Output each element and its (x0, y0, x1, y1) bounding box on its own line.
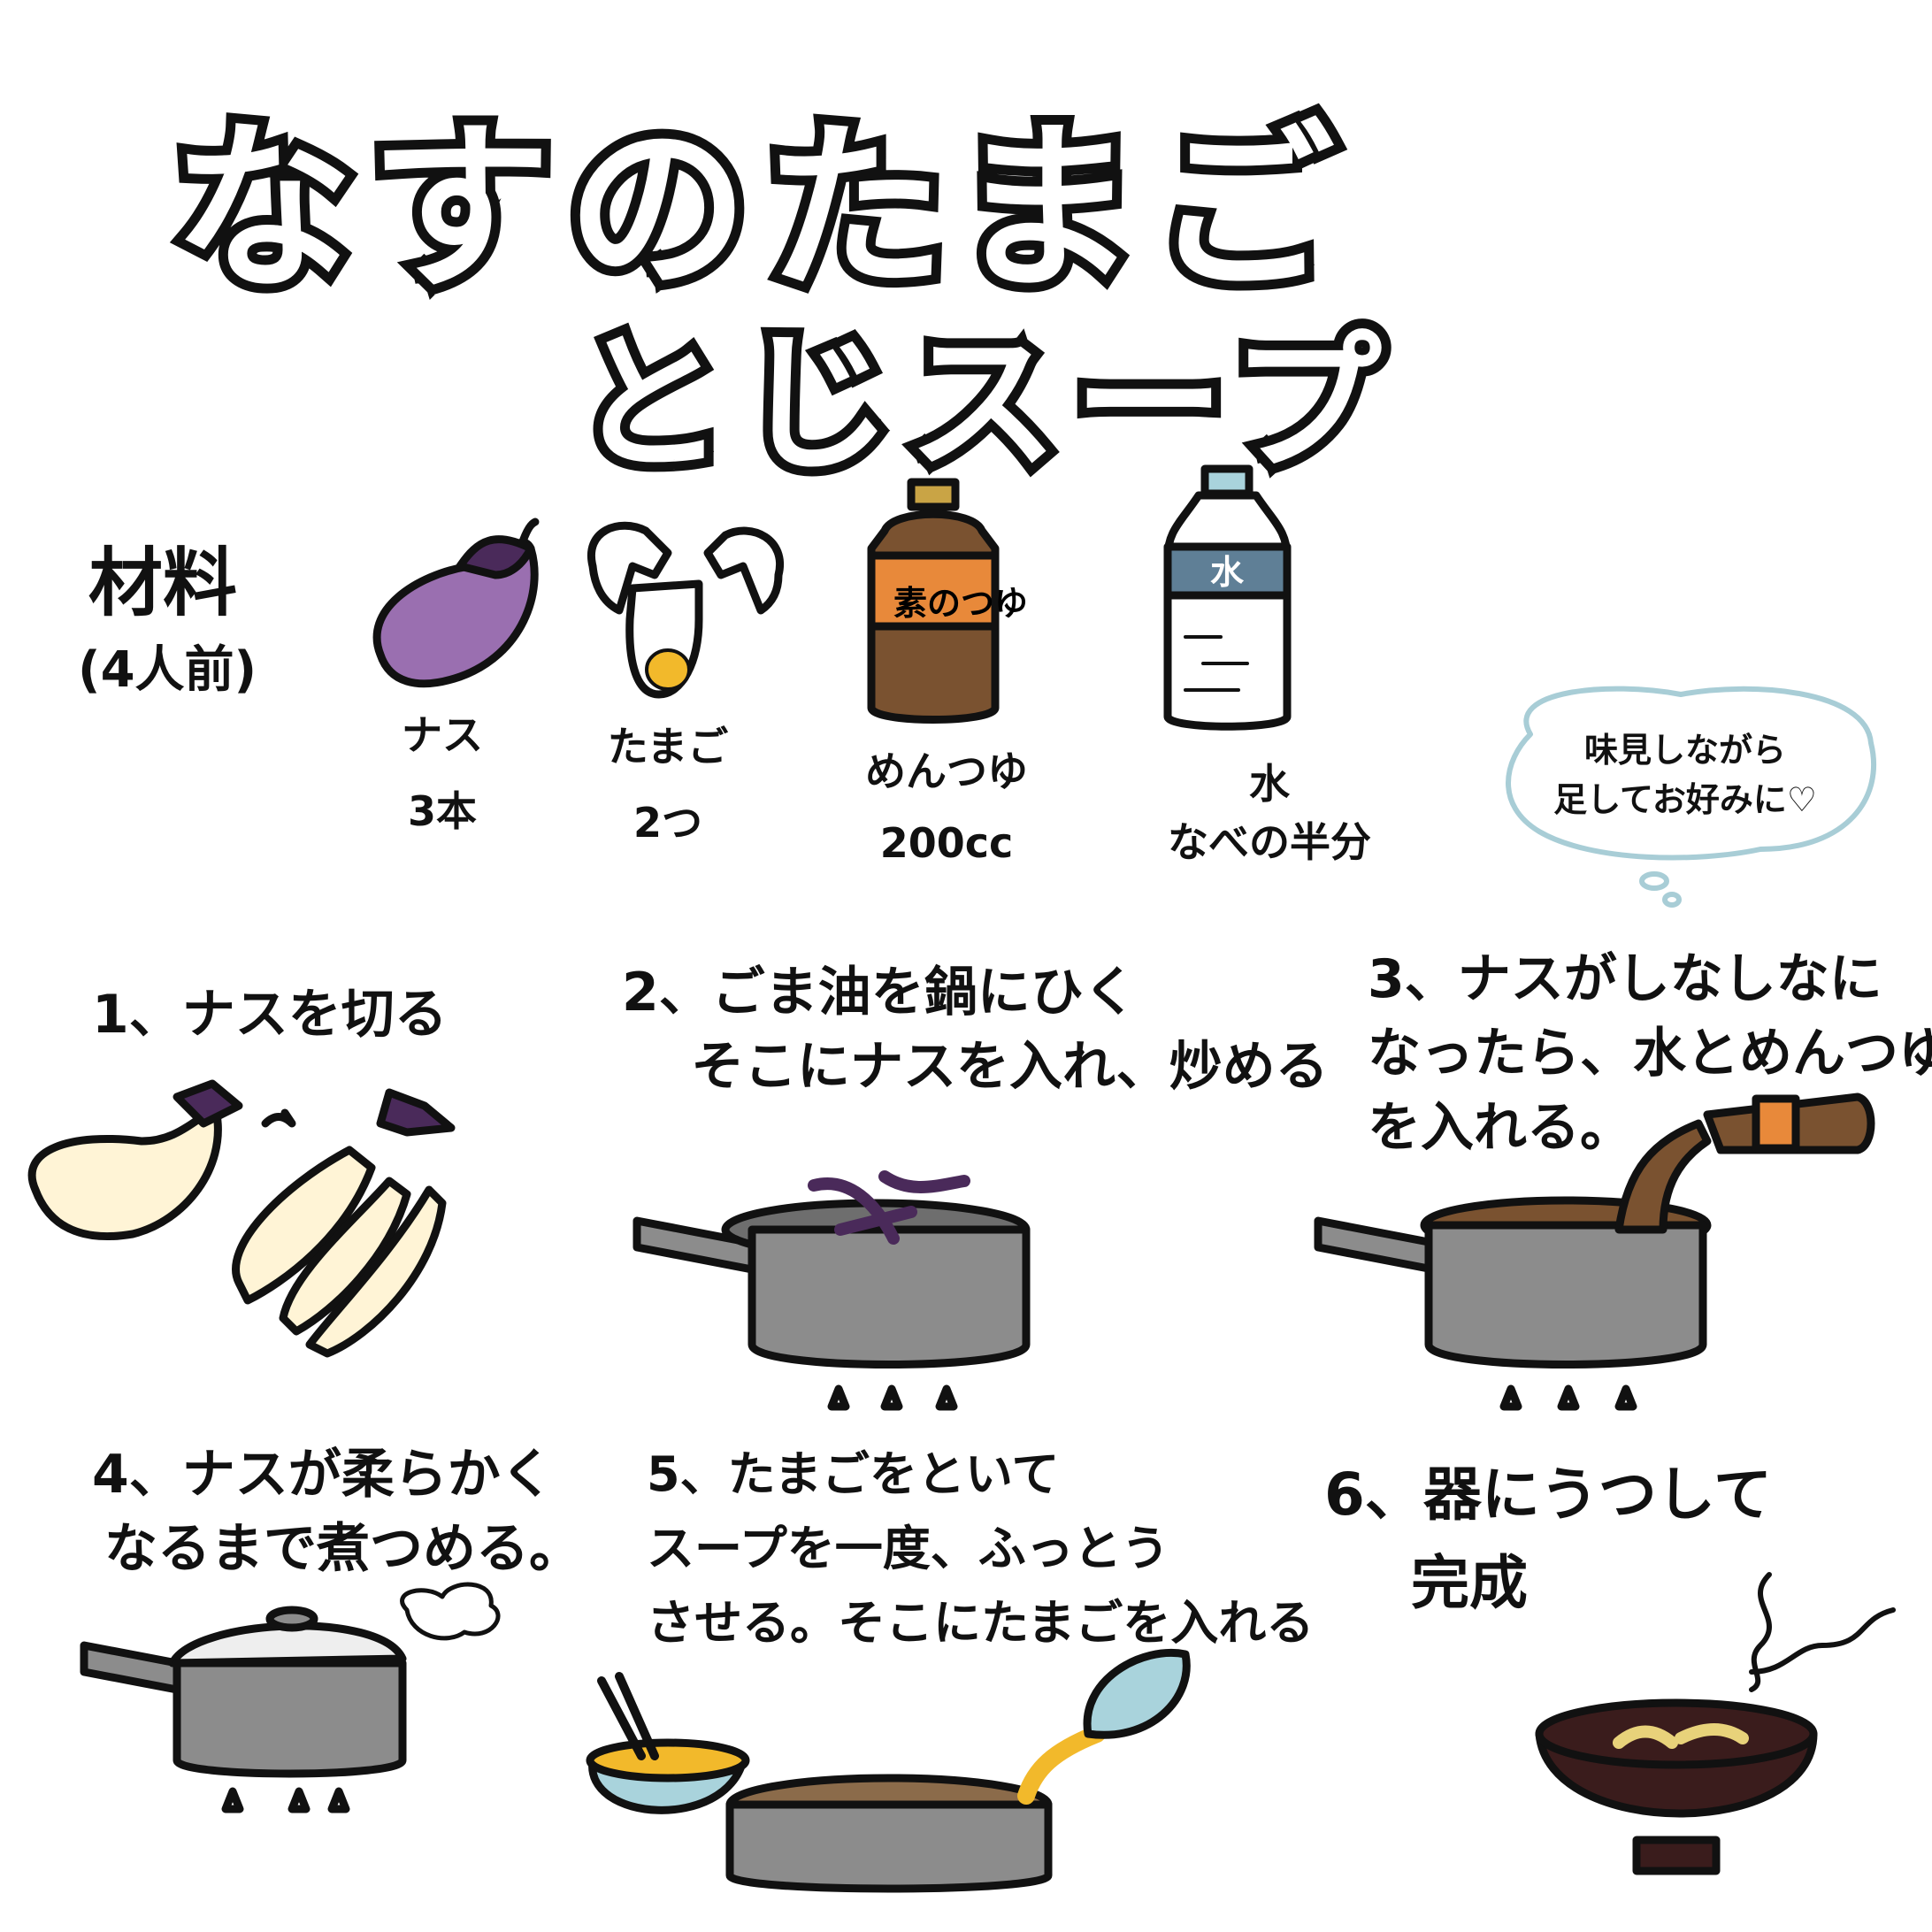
ingredient-amount: 2つ (632, 799, 702, 847)
ingredient-water: 水 なべの半分 (1150, 752, 1389, 869)
covered-pot-illustration (80, 1582, 501, 1813)
step-text: 4、ナスが柔らかく (92, 1444, 554, 1506)
step-text: 2、ごま油を鍋にひく (622, 962, 1137, 1024)
step-3: 3、ナスがしなしなに なったら、水とめんつゆ を入れる。 (1368, 942, 1932, 1165)
eggplant-icon (372, 518, 540, 688)
step-text: 5、たまごをといて (647, 1446, 1060, 1502)
ingredient-name: ナス (402, 711, 483, 759)
tip-line: 味見しながら (1583, 731, 1786, 770)
step-2: 2、ごま油を鍋にひく そこにナスを入れ、炒める (622, 955, 1329, 1104)
soup-bowl-illustration (1535, 1572, 1896, 1875)
tip-line: 足してお好みに♡ (1553, 780, 1817, 819)
pot-with-eggplant-illustration (632, 1170, 1031, 1411)
step-6: 6、器にうつして 完成 (1324, 1451, 1772, 1628)
step-text: なるまで煮つめる。 (104, 1518, 582, 1580)
step-text: なったら、水とめんつゆ (1368, 1023, 1932, 1085)
step-text: を入れる。 (1368, 1097, 1633, 1159)
tip-bubble: 味見しながら 足してお好みに♡ (1539, 725, 1831, 824)
mentsuyu-bottle-icon (867, 478, 1000, 724)
step-text: そこにナスを入れ、炒める (691, 1036, 1329, 1098)
step-text: させる。そこにたまごを入れる (647, 1595, 1315, 1651)
ingredient-amount: 200cc (879, 819, 1014, 867)
water-bottle-label: 水 (1210, 553, 1245, 592)
ingredient-amount: 3本 (407, 787, 477, 835)
water-bottle-icon (1163, 464, 1292, 731)
mentsuyu-bottle-label: 素のつゆ (893, 584, 1028, 623)
ingredient-name: 水 (1249, 760, 1290, 808)
step-text: 1、ナスを切る (92, 984, 448, 1046)
pouring-egg-illustration (586, 1649, 1191, 1893)
ingredient-name: めんつゆ (865, 748, 1028, 795)
step-text: 6、器にうつして (1324, 1460, 1772, 1529)
ingredient-mentsuyu: めんつゆ 200cc (858, 740, 1035, 867)
ingredient-name: たまご (607, 723, 729, 770)
ingredient-amount: なべの半分 (1168, 818, 1371, 866)
title-line1: なすのたまご (163, 95, 1351, 325)
ingredient-eggplant: ナス 3本 (372, 703, 513, 838)
ingredients-heading: 材料 (88, 540, 238, 626)
step-4: 4、ナスが柔らかく なるまで煮つめる。 (92, 1438, 582, 1586)
step-text: スープを一度、ふっとう (647, 1521, 1169, 1576)
title-line2: とじスープ (565, 307, 1398, 502)
cut-eggplant-illustration (27, 1079, 456, 1358)
ingredient-egg: たまご 2つ (593, 715, 743, 849)
cracked-egg-icon (586, 521, 785, 699)
step-5: 5、たまごをといて スープを一度、ふっとう させる。そこにたまごを入れる (647, 1438, 1314, 1660)
step-1: 1、ナスを切る (92, 978, 448, 1052)
servings: (4人前) (78, 641, 257, 699)
step-text: 完成 (1411, 1549, 1528, 1617)
tip-bubble-outline (1506, 686, 1877, 908)
pot-pouring-mentsuyu-illustration (1314, 1092, 1875, 1411)
step-text: 3、ナスがしなしなに (1368, 948, 1882, 1010)
